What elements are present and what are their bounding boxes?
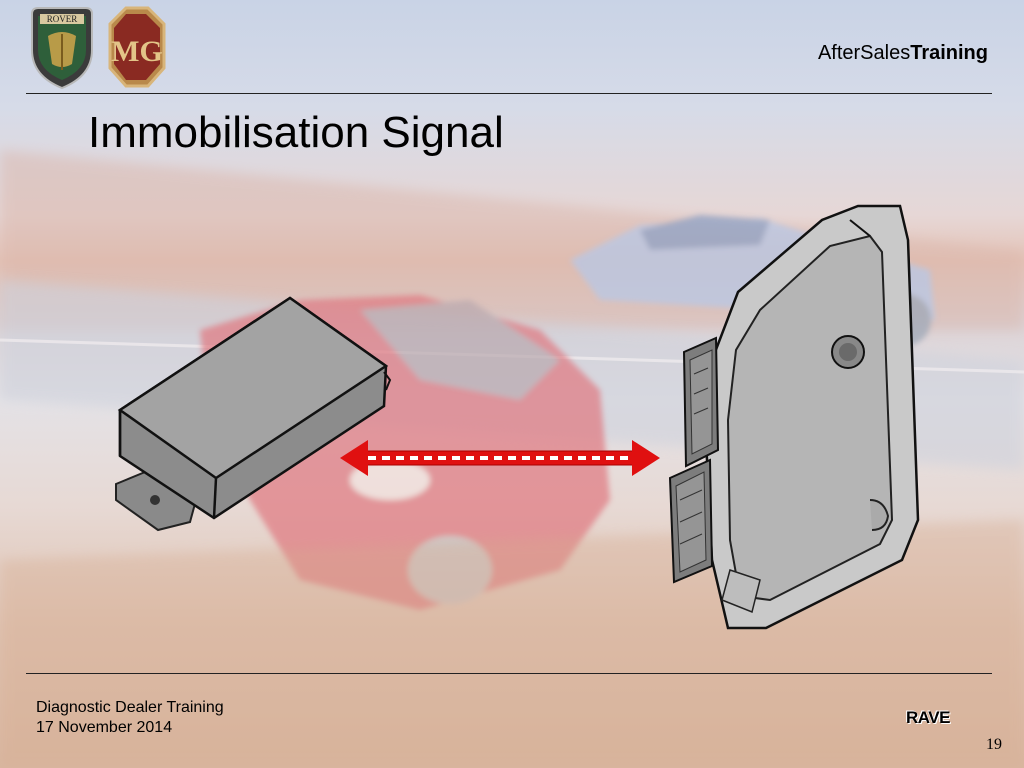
immobiliser-module-image xyxy=(115,296,392,532)
slide-title: Immobilisation Signal xyxy=(88,108,504,157)
footer-course: Diagnostic Dealer Training xyxy=(36,699,224,716)
header-divider xyxy=(26,93,992,94)
signal-arrow xyxy=(340,440,660,476)
footer-date: 17 November 2014 xyxy=(36,719,173,736)
page-number: 19 xyxy=(986,736,1002,753)
svg-text:MG: MG xyxy=(111,35,163,68)
footer-divider xyxy=(26,673,992,674)
brand-logos: ROVER MG xyxy=(31,6,166,90)
brand-regular: AfterSales xyxy=(817,42,911,64)
rave-logo: RAVE xyxy=(906,708,950,727)
footer-info: Diagnostic Dealer Training 17 November 2… xyxy=(36,698,224,738)
aftersales-training-brand: AfterSalesTraining xyxy=(818,42,988,65)
rover-logo: ROVER xyxy=(31,7,93,90)
engine-control-module-image xyxy=(668,204,920,630)
mg-logo: MG xyxy=(108,6,166,88)
brand-bold: Training xyxy=(910,42,988,64)
svg-text:ROVER: ROVER xyxy=(47,14,78,24)
